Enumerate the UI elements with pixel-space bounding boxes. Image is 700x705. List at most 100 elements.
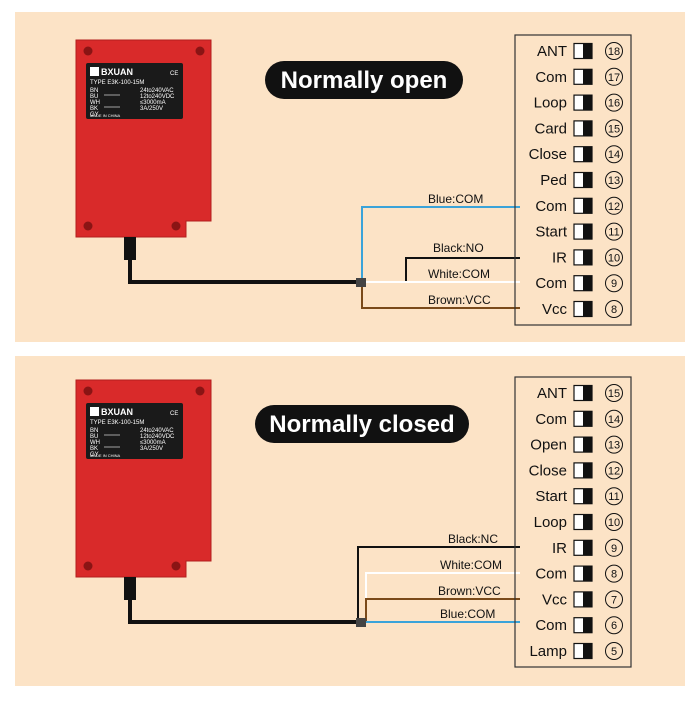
terminal-com: Com 9	[535, 274, 623, 293]
terminal-number-circle-icon	[605, 222, 623, 241]
mount-hole-icon	[83, 46, 93, 56]
terminal-label: Com	[535, 566, 567, 583]
screw-terminal-fill	[583, 540, 592, 556]
screw-terminal-fill	[583, 591, 592, 607]
terminal-number-circle-icon	[605, 300, 623, 318]
photoelectric-sensor-device: BXUAN CE TYPE E3K-100-15M BN BU WH BK GY…	[75, 379, 212, 600]
terminal-label: IR	[552, 249, 567, 266]
wire-brown	[365, 598, 520, 622]
terminal-number: 7	[611, 594, 617, 606]
terminal-label: Ped	[540, 172, 567, 189]
main-cable	[128, 260, 360, 284]
terminal-number: 8	[611, 569, 617, 581]
spec-line: 3A/250V	[140, 106, 163, 112]
terminal-number-circle-icon	[605, 67, 623, 86]
terminal-label: Loop	[534, 514, 567, 531]
mount-hole-icon	[83, 386, 93, 396]
terminal-number-circle-icon	[605, 487, 623, 506]
spec-label-plate	[86, 63, 183, 119]
screw-terminal-fill	[583, 462, 592, 478]
mount-hole-icon	[83, 221, 93, 231]
made-in-label: MADE IN CHINA	[90, 113, 121, 118]
terminal-number: 9	[611, 278, 617, 290]
screw-terminal-fill	[583, 566, 592, 582]
terminal-label: Com	[535, 411, 567, 428]
cable-gland	[124, 577, 136, 600]
terminal-label: Com	[535, 69, 567, 86]
made-in-label: MADE IN CHINA	[90, 453, 121, 458]
terminal-label: Start	[535, 224, 568, 241]
pin-code: WH	[90, 100, 100, 106]
terminal-number: 13	[608, 440, 620, 452]
wire-split-sleeve	[356, 278, 366, 287]
wires: Black:NC White:COM Brown:VCC Blue:COM	[128, 532, 520, 627]
pin-code: BN	[90, 428, 98, 434]
ce-mark: CE	[170, 71, 178, 77]
screw-terminal-fill	[583, 172, 592, 188]
terminal-label: Com	[535, 275, 567, 292]
pin-code: BN	[90, 88, 98, 94]
pin-code: GY	[90, 452, 99, 458]
terminal-number-circle-icon	[605, 435, 623, 454]
pin-code: BK	[90, 106, 98, 112]
device-brand: BXUAN	[101, 407, 133, 417]
wires: Blue:COM Black:NO White:COM Brown:VCC	[128, 192, 520, 309]
terminal-com: Com 8	[535, 564, 623, 583]
photoelectric-sensor-device: BXUAN CE TYPE E3K-100-15M BN BU WH BK GY…	[75, 39, 212, 260]
wire-label: Blue:COM	[440, 607, 495, 621]
panel-normally-open: BXUAN CE TYPE E3K-100-15M BN BU WH BK GY…	[15, 12, 685, 342]
screw-terminal-fill	[583, 198, 592, 214]
terminal-number-circle-icon	[605, 274, 623, 293]
screw-terminal-fill	[583, 411, 592, 427]
wire-black	[357, 546, 520, 622]
screw-terminal-fill	[583, 301, 592, 317]
terminal-number: 16	[608, 98, 620, 110]
spec-line: 12to240VDC	[140, 94, 175, 100]
terminal-number-circle-icon	[605, 196, 623, 215]
screw-terminal-fill	[583, 437, 592, 453]
mode-badge: Normally open	[265, 61, 463, 99]
terminal-number-circle-icon	[605, 590, 623, 609]
terminal-number-circle-icon	[605, 42, 623, 60]
terminal-label: Com	[535, 198, 567, 215]
screw-terminal-fill	[583, 120, 592, 136]
terminal-number: 18	[608, 46, 620, 58]
terminal-number: 8	[611, 304, 617, 316]
terminal-number: 9	[611, 543, 617, 555]
terminal-number-circle-icon	[605, 93, 623, 112]
terminal-number: 17	[608, 72, 620, 84]
wire-split-sleeve	[356, 618, 366, 627]
brand-logo-icon	[90, 407, 99, 416]
terminal-vcc: Vcc 8	[542, 300, 623, 318]
terminal-label: Start	[535, 488, 568, 505]
wire-label: Black:NC	[448, 532, 498, 546]
screw-terminal-fill	[583, 249, 592, 265]
terminal-number-circle-icon	[605, 384, 623, 402]
spec-line: 3A/250V	[140, 446, 163, 452]
mode-badge: Normally closed	[255, 405, 469, 443]
screw-terminal-fill	[583, 514, 592, 530]
terminal-label: Vcc	[542, 301, 568, 318]
terminal-number-circle-icon	[605, 119, 623, 138]
badge-background	[265, 61, 463, 99]
spec-line: ≤3000mA	[140, 440, 166, 446]
terminal-strip-frame	[514, 376, 632, 668]
mount-hole-icon	[195, 386, 205, 396]
pin-code: BU	[90, 434, 98, 440]
spec-line: 24to240VAC	[140, 88, 174, 94]
terminal-label: Close	[529, 462, 567, 479]
